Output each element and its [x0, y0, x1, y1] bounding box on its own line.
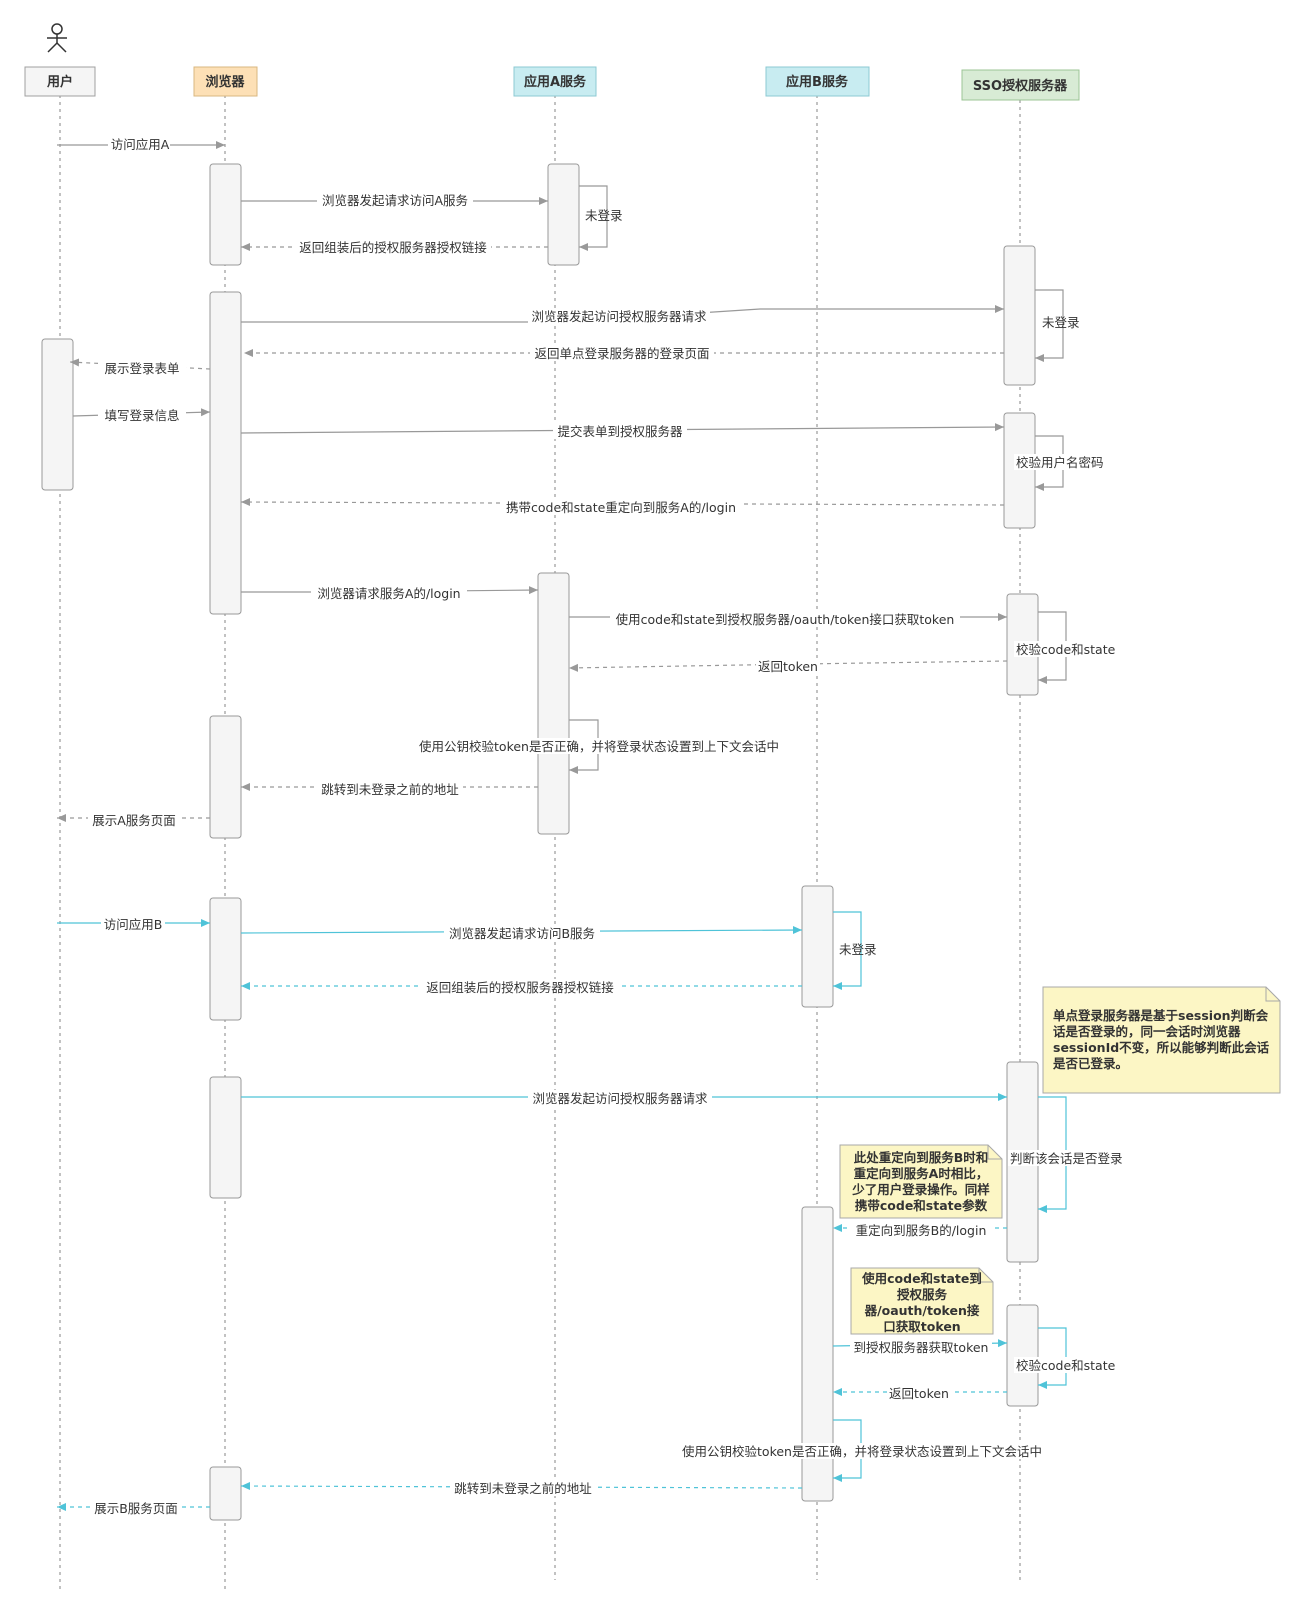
message-label: 展示登录表单: [104, 361, 179, 376]
message-label: 校验code和state: [1016, 642, 1116, 657]
message-label: 使用公钥校验token是否正确，并将登录状态设置到上下文会话中: [419, 739, 779, 754]
user-stick-figure-icon: [47, 23, 67, 53]
message-label: 未登录: [839, 942, 877, 957]
self-call-arrow: [1035, 289, 1064, 362]
self-call-arrow: [579, 185, 608, 251]
self-call-arrow: [1038, 1327, 1067, 1389]
activation-browser: [209, 1076, 242, 1199]
note-line: 口获取token: [883, 1319, 960, 1334]
message-label: 跳转到未登录之前的地址: [454, 1481, 592, 1496]
message-label: 返回组装后的授权服务器授权链接: [426, 980, 614, 995]
message-label: 返回组装后的授权服务器授权链接: [299, 240, 487, 255]
message-label: 返回token: [889, 1386, 949, 1401]
activation-service-a: [547, 163, 580, 266]
actor-service-b: 应用B服务: [765, 66, 870, 97]
message-label: 判断该会话是否登录: [1010, 1151, 1123, 1166]
message-label: 返回token: [758, 659, 818, 674]
message-label: 跳转到未登录之前的地址: [321, 782, 459, 797]
activation-sso: [1006, 1304, 1039, 1407]
actor-sso-label: SSO授权服务器: [973, 78, 1068, 94]
return-arrow: [240, 498, 1005, 507]
note-redirect: 此处重定向到服务B时和 重定向到服务A时相比， 少了用户登录操作。同样 携带co…: [839, 1144, 1003, 1219]
self-call-arrow: [833, 911, 862, 990]
message-label: 校验code和state: [1016, 1358, 1116, 1373]
message-label: 未登录: [585, 208, 623, 223]
activation-browser: [209, 163, 242, 266]
message-label: 校验用户名密码: [1016, 455, 1104, 470]
activation-bars: [41, 163, 1039, 1521]
message-label: 未登录: [1042, 315, 1080, 330]
message-label: 使用公钥校验token是否正确，并将登录状态设置到上下文会话中: [682, 1444, 1042, 1459]
message-label: 浏览器发起请求访问A服务: [322, 193, 468, 208]
note-line: 使用code和state到: [861, 1271, 982, 1286]
note-token: 使用code和state到 授权服务 器/oauth/token接 口获取tok…: [850, 1267, 994, 1335]
activation-service-b: [801, 885, 834, 1008]
message-label: 返回单点登录服务器的登录页面: [534, 346, 709, 361]
actor-user-label: 用户: [46, 74, 73, 90]
message-label: 访问应用B: [104, 917, 163, 932]
activation-user: [41, 338, 74, 491]
return-arrow: [568, 660, 1008, 672]
message-labels: 访问应用A 浏览器发起请求访问A服务 未登录 返回组装后的授权服务器授权链接 浏…: [88, 136, 1128, 1516]
message-label: 到授权服务器获取token: [854, 1340, 989, 1355]
message-label: 展示A服务页面: [92, 813, 176, 828]
message-label: 使用code和state到授权服务器/oauth/token接口获取token: [616, 612, 955, 627]
message-label: 浏览器请求服务A的/login: [317, 586, 460, 601]
actor-browser: 浏览器: [193, 66, 258, 97]
note-line: 话是否登录的，同一会话时浏览器: [1053, 1024, 1241, 1039]
activation-browser: [209, 291, 242, 615]
note-line: 是否已登录。: [1052, 1056, 1128, 1071]
note-line: 少了用户登录操作。同样: [851, 1182, 990, 1197]
actor-service-a-label: 应用A服务: [524, 74, 587, 90]
message-label: 重定向到服务B的/login: [856, 1223, 987, 1238]
message-label: 填写登录信息: [104, 408, 179, 423]
message-label: 访问应用A: [111, 137, 170, 152]
note-line: 授权服务: [897, 1287, 948, 1302]
note-session: 单点登录服务器是基于session判断会 话是否登录的，同一会话时浏览器 ses…: [1042, 986, 1281, 1094]
message-label: 浏览器发起访问授权服务器请求: [531, 309, 707, 324]
message-label: 展示B服务页面: [94, 1501, 178, 1516]
activation-sso: [1003, 245, 1036, 386]
note-line: 单点登录服务器是基于session判断会: [1053, 1008, 1269, 1023]
actor-browser-label: 浏览器: [205, 74, 245, 90]
actor-user: 用户: [24, 66, 96, 97]
message-label: 浏览器发起访问授权服务器请求: [532, 1091, 708, 1106]
message-label: 提交表单到授权服务器: [557, 424, 683, 439]
actor-service-b-label: 应用B服务: [786, 74, 849, 90]
activation-browser: [209, 715, 242, 839]
note-line: 器/oauth/token接: [864, 1303, 980, 1318]
activation-service-a: [537, 572, 570, 835]
activation-browser: [209, 1466, 242, 1521]
activation-browser: [209, 897, 242, 1021]
message-label: 浏览器发起请求访问B服务: [449, 926, 595, 941]
activation-sso: [1003, 412, 1036, 529]
note-line: 重定向到服务A时相比，: [854, 1166, 989, 1181]
actor-headers: 用户 浏览器 应用A服务 应用B服务 SSO授权服务器: [24, 66, 1080, 101]
activation-service-b: [801, 1206, 834, 1502]
note-line: 携带code和state参数: [855, 1198, 988, 1213]
actor-sso: SSO授权服务器: [961, 69, 1080, 101]
note-line: 此处重定向到服务B时和: [854, 1150, 989, 1165]
actor-service-a: 应用A服务: [513, 66, 597, 97]
note-line: sessionId不变，所以能够判断此会话: [1053, 1040, 1270, 1055]
message-label: 携带code和state重定向到服务A的/login: [506, 500, 736, 515]
